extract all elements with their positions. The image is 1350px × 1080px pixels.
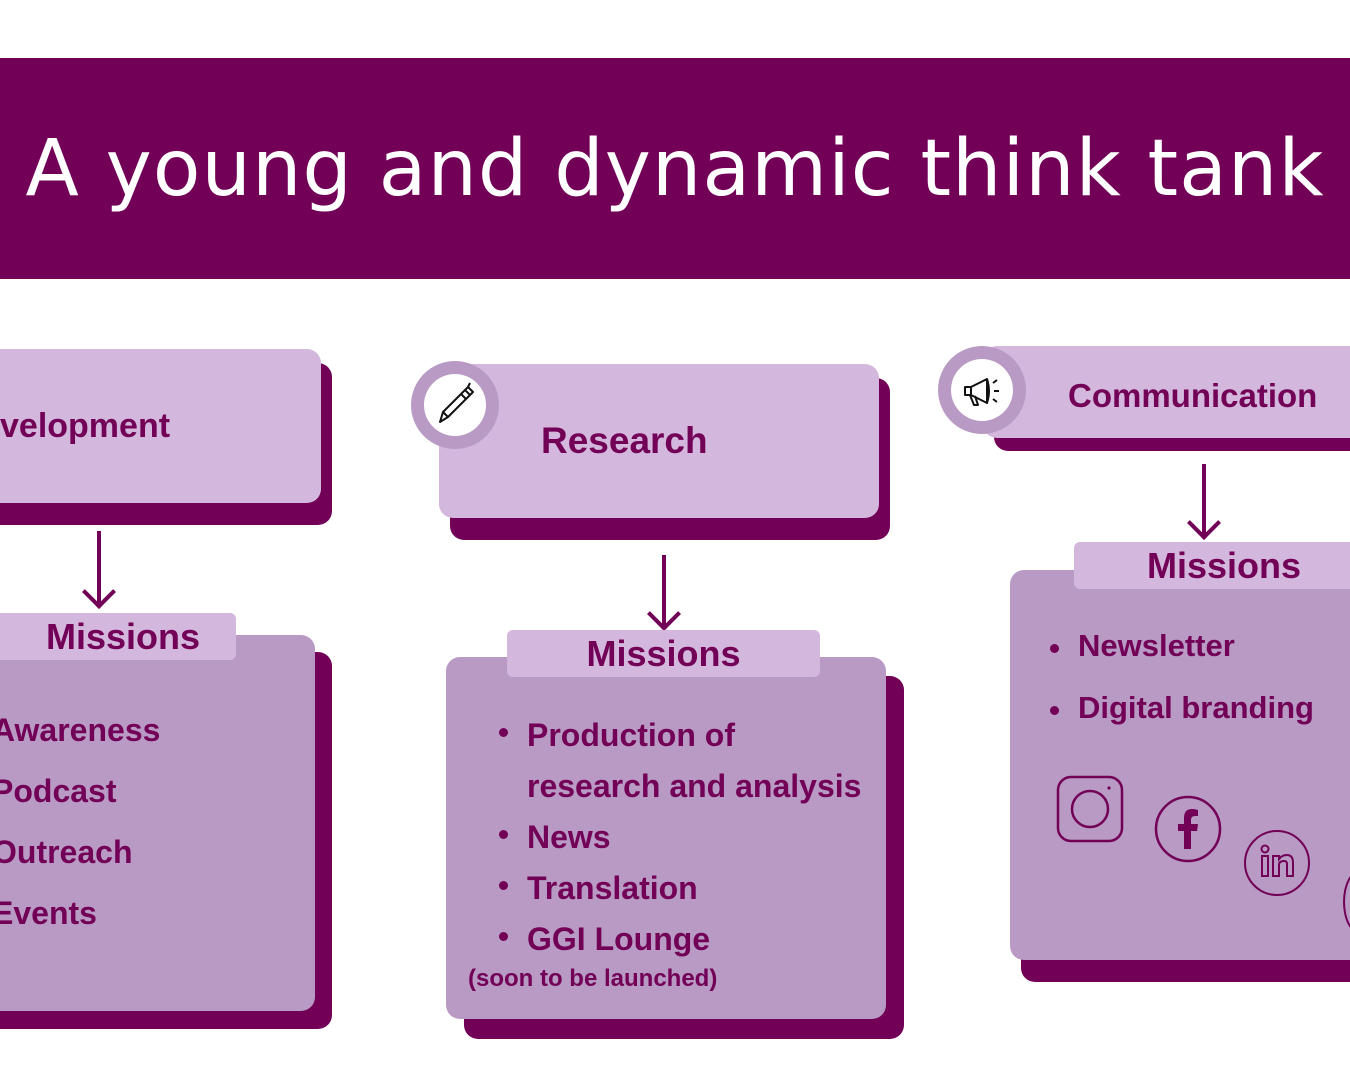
list-item: GGI Lounge (499, 914, 887, 965)
comm-missions-label: Missions (1147, 544, 1302, 586)
dev-missions-tab: Missions (0, 613, 236, 660)
list-item: Newsletter (1050, 626, 1350, 688)
dev-missions-label: Missions (45, 615, 201, 657)
research-note: (soon to be launched) (468, 965, 718, 992)
dev-arrow-head (82, 575, 116, 609)
comm-icon-ring (938, 346, 1026, 434)
research-missions-list: Production of research and analysis News… (499, 710, 887, 965)
dev-missions-box (0, 635, 315, 1011)
list-item: Outreach (0, 834, 133, 870)
research-missions-tab: Missions (507, 630, 820, 677)
list-item: Digital branding (1050, 688, 1350, 750)
research-arrow-head (647, 597, 681, 631)
list-item: News (499, 812, 887, 863)
list-item-continuation: research and analysis (527, 768, 862, 804)
research-arrow (662, 555, 666, 625)
dev-arrow (97, 531, 101, 603)
research-icon-ring (411, 361, 499, 449)
research-missions-label: Missions (586, 632, 741, 674)
comm-header-title: Communication (1068, 377, 1318, 414)
research-missions-box (446, 657, 886, 1019)
list-item: Podcast (0, 773, 117, 809)
dev-header-title: velopment (0, 406, 171, 445)
list-item: Production of (499, 710, 887, 761)
page-title: A young and dynamic think tank (25, 123, 1325, 214)
comm-missions-tab: Missions (1074, 542, 1350, 589)
linkedin-icon[interactable] (1243, 829, 1311, 902)
title-banner: A young and dynamic think tank (0, 58, 1350, 279)
instagram-icon[interactable] (1056, 775, 1124, 848)
list-item: Events (0, 895, 97, 931)
pen-icon (424, 374, 486, 436)
research-header-title: Research (541, 420, 708, 461)
comm-missions-box (1010, 570, 1350, 960)
dev-missions-list: Awareness Podcast Outreach Events (0, 712, 292, 956)
comm-arrow-head (1187, 506, 1221, 540)
comm-header-box: Communication (983, 346, 1350, 438)
facebook-icon[interactable] (1154, 795, 1222, 868)
megaphone-icon (951, 359, 1013, 421)
dev-header-box: velopment (0, 349, 321, 503)
comm-missions-list: Newsletter Digital branding (1050, 626, 1350, 750)
list-item: Translation (499, 863, 887, 914)
list-item: Awareness (0, 712, 161, 748)
research-header-box: Research (439, 364, 879, 518)
comm-arrow (1202, 464, 1206, 534)
